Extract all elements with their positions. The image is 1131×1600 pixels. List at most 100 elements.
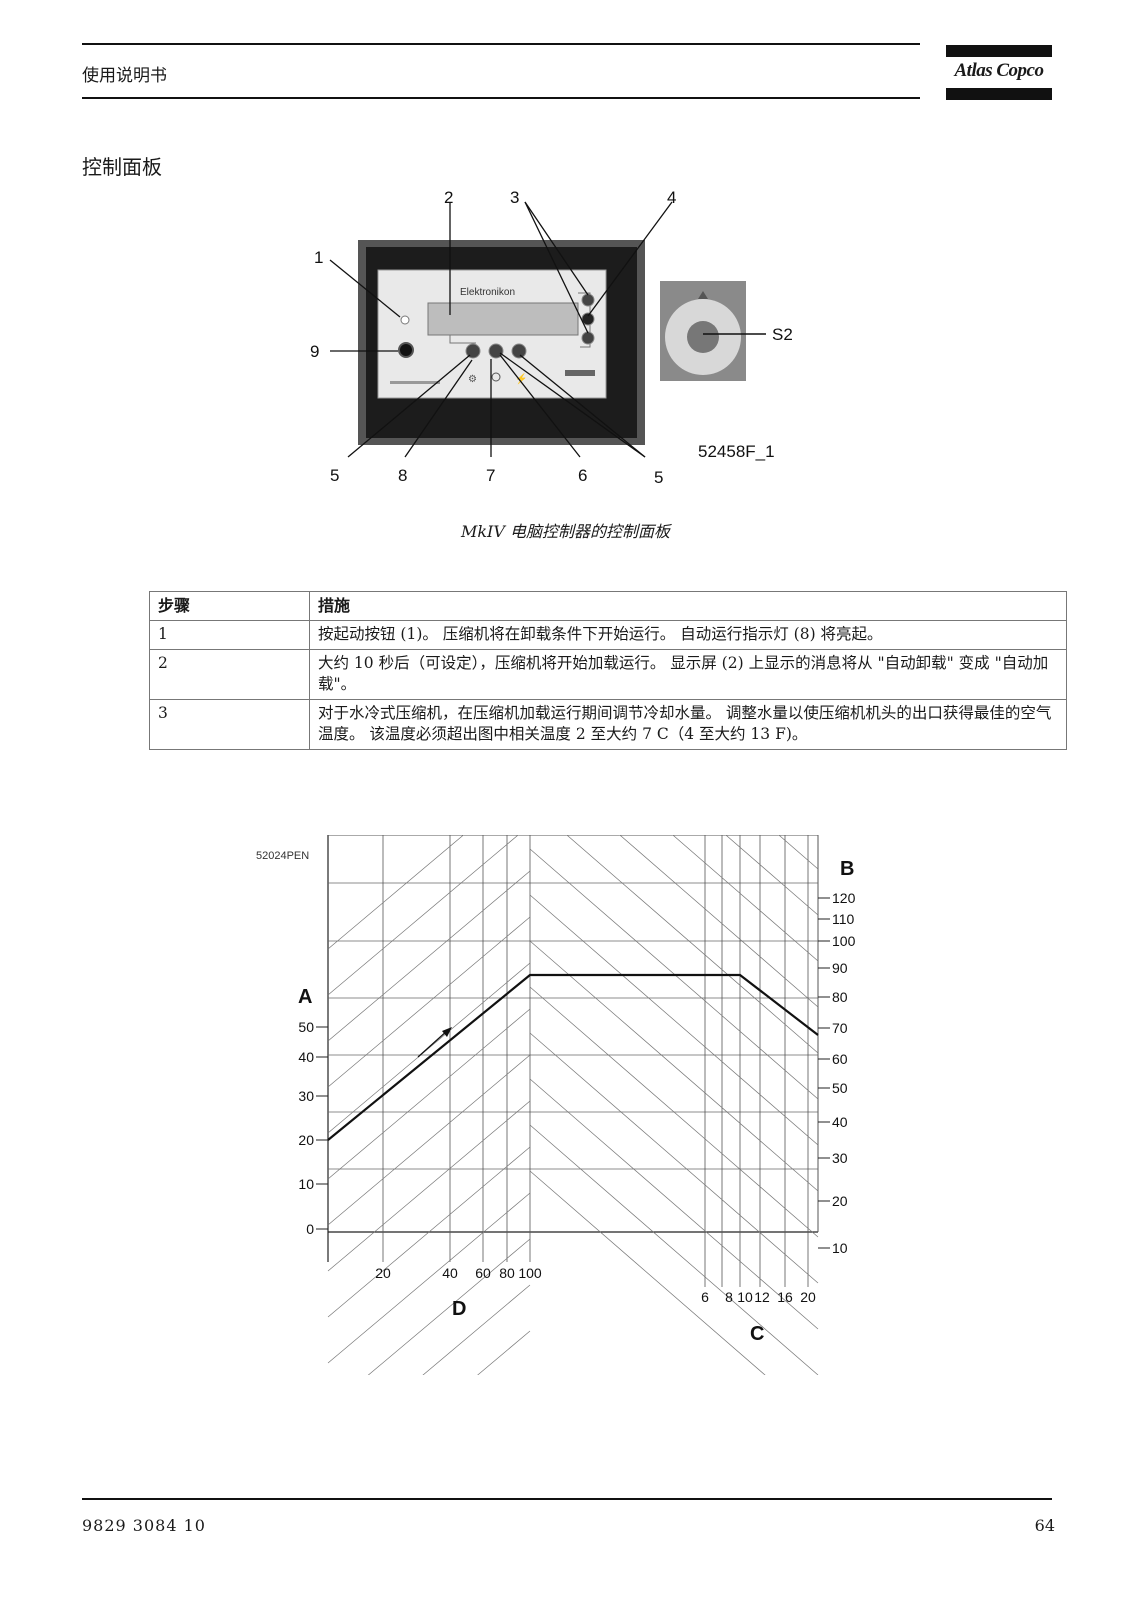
- d-tick-label: 80: [499, 1265, 515, 1281]
- callout-1: 1: [314, 248, 323, 267]
- step-action: 对于水冷式压缩机，在压缩机加载运行期间调节冷却水量。 调整水量以使压缩机机头的出…: [309, 699, 1067, 750]
- chart-marks: [327, 973, 819, 1141]
- diag-falling-line: [566, 835, 819, 1054]
- b-tick-label: 90: [832, 960, 848, 976]
- panel-brand-label: Elektronikon: [460, 287, 515, 298]
- arrow-head: [442, 1027, 452, 1037]
- a-tick-label: 50: [298, 1019, 314, 1035]
- temperature-nomogram: 52024PEN 0102030405010203040506070809010…: [256, 835, 856, 1375]
- axis-letter-b: B: [840, 858, 854, 880]
- callout-2: 2: [444, 188, 453, 207]
- b-tick-label: 100: [832, 933, 856, 949]
- direction-arrow: [417, 1029, 449, 1058]
- panel-figure-id: 52458F_1: [698, 442, 775, 461]
- step-number: 1: [149, 620, 310, 650]
- diag-rising-line: [327, 1008, 531, 1180]
- b-tick-label: 120: [832, 890, 856, 906]
- diag-rising-line: [422, 1284, 531, 1375]
- axis-letter-c: C: [750, 1323, 764, 1345]
- a-tick-label: 10: [298, 1176, 314, 1192]
- diag-rising-line: [477, 1330, 531, 1375]
- callout-3: 3: [510, 188, 519, 207]
- header-top-rule: [82, 43, 920, 45]
- header-bottom-rule: [82, 97, 920, 99]
- step-number: 3: [149, 699, 310, 750]
- callout-7: 7: [486, 466, 495, 485]
- axis-letter-a: A: [298, 986, 312, 1008]
- svg-text:⚡: ⚡: [515, 372, 527, 385]
- b-tick-label: 110: [832, 911, 855, 927]
- diag-falling-line: [529, 940, 819, 1192]
- diag-rising-line: [327, 1192, 531, 1364]
- b-tick-label: 40: [832, 1114, 848, 1130]
- diag-rising-line: [327, 835, 519, 996]
- b-tick-label: 20: [832, 1193, 848, 1209]
- steps-table: 步骤 措施 1 按起动按钮 (1)。 压缩机将在卸载条件下开始运行。 自动运行指…: [149, 591, 1067, 750]
- scroll-key-tab: [581, 312, 595, 326]
- diag-rising-line: [327, 1100, 531, 1272]
- d-tick-label: 20: [375, 1265, 391, 1281]
- callout-6: 6: [578, 466, 587, 485]
- table-row: 1 按起动按钮 (1)。 压缩机将在卸载条件下开始运行。 自动运行指示灯 (8)…: [149, 620, 1067, 650]
- b-tick-label: 10: [832, 1240, 848, 1256]
- function-key-right: [511, 343, 527, 359]
- b-tick-label: 80: [832, 989, 848, 1005]
- c-tick-label: 12: [754, 1289, 770, 1305]
- diag-rising-line: [327, 962, 531, 1134]
- diag-falling-line: [529, 1078, 819, 1330]
- logo-text: Atlas Copco: [954, 60, 1044, 81]
- diag-falling-line: [619, 835, 819, 1008]
- scroll-key-up: [581, 293, 595, 307]
- atlas-copco-logo: Atlas Copco: [946, 45, 1052, 100]
- diag-falling-line: [529, 1170, 766, 1375]
- step-number: 2: [149, 649, 310, 700]
- b-tick-label: 30: [832, 1150, 848, 1166]
- switch-label-s2: S2: [772, 325, 793, 344]
- series-line: [327, 973, 819, 1141]
- c-tick-label: 20: [800, 1289, 816, 1305]
- callout-9: 9: [310, 342, 319, 361]
- svg-text:⚙: ⚙: [468, 374, 477, 385]
- step-action: 按起动按钮 (1)。 压缩机将在卸载条件下开始运行。 自动运行指示灯 (8) 将…: [309, 620, 1067, 650]
- c-tick-label: 16: [777, 1289, 793, 1305]
- indicator-light-1: [400, 315, 410, 325]
- c-tick-label: 6: [701, 1289, 709, 1305]
- a-tick-label: 40: [298, 1049, 314, 1065]
- footer-rule: [82, 1498, 1052, 1500]
- table-row: 3 对于水冷式压缩机，在压缩机加载运行期间调节冷却水量。 调整水量以使压缩机机头…: [149, 699, 1067, 750]
- diag-rising-line: [327, 1146, 531, 1318]
- diag-rising-line: [367, 1238, 531, 1375]
- d-tick-label: 40: [442, 1265, 458, 1281]
- table-header-row: 步骤 措施: [149, 591, 1067, 621]
- callout-5-right: 5: [654, 468, 663, 487]
- footer-doc-number: 9829 3084 10: [82, 1516, 206, 1535]
- start-button-9: [398, 342, 414, 358]
- diag-falling-line: [529, 894, 819, 1146]
- c-tick-label: 8: [725, 1289, 733, 1305]
- diag-rising-line: [327, 835, 465, 950]
- function-key-mid: [488, 343, 504, 359]
- c-tick-label: 10: [737, 1289, 753, 1305]
- diag-falling-line: [725, 835, 819, 916]
- header-action: 措施: [309, 591, 1067, 621]
- axis-letter-d: D: [452, 1298, 466, 1320]
- d-tick-label: 100: [518, 1265, 542, 1281]
- chart-labels: 0102030405010203040506070809010011012020…: [298, 858, 856, 1345]
- footer-page-number: 64: [1034, 1516, 1055, 1535]
- chart-figure-id: 52024PEN: [256, 850, 309, 862]
- callout-4: 4: [667, 188, 676, 207]
- header-title: 使用说明书: [82, 66, 167, 86]
- function-key-left: [465, 343, 481, 359]
- callout-8: 8: [398, 466, 407, 485]
- a-tick-label: 0: [306, 1221, 314, 1237]
- table-row: 2 大约 10 秒后（可设定），压缩机将开始加载运行。 显示屏 (2) 上显示的…: [149, 649, 1067, 700]
- diag-rising-line: [327, 916, 531, 1088]
- header-step: 步骤: [149, 591, 310, 621]
- d-tick-label: 60: [475, 1265, 491, 1281]
- step-action: 大约 10 秒后（可设定），压缩机将开始加载运行。 显示屏 (2) 上显示的消息…: [309, 649, 1067, 700]
- a-tick-label: 20: [298, 1132, 314, 1148]
- a-tick-label: 30: [298, 1088, 314, 1104]
- diag-falling-line: [672, 835, 819, 962]
- b-tick-label: 60: [832, 1051, 848, 1067]
- b-tick-label: 70: [832, 1020, 848, 1036]
